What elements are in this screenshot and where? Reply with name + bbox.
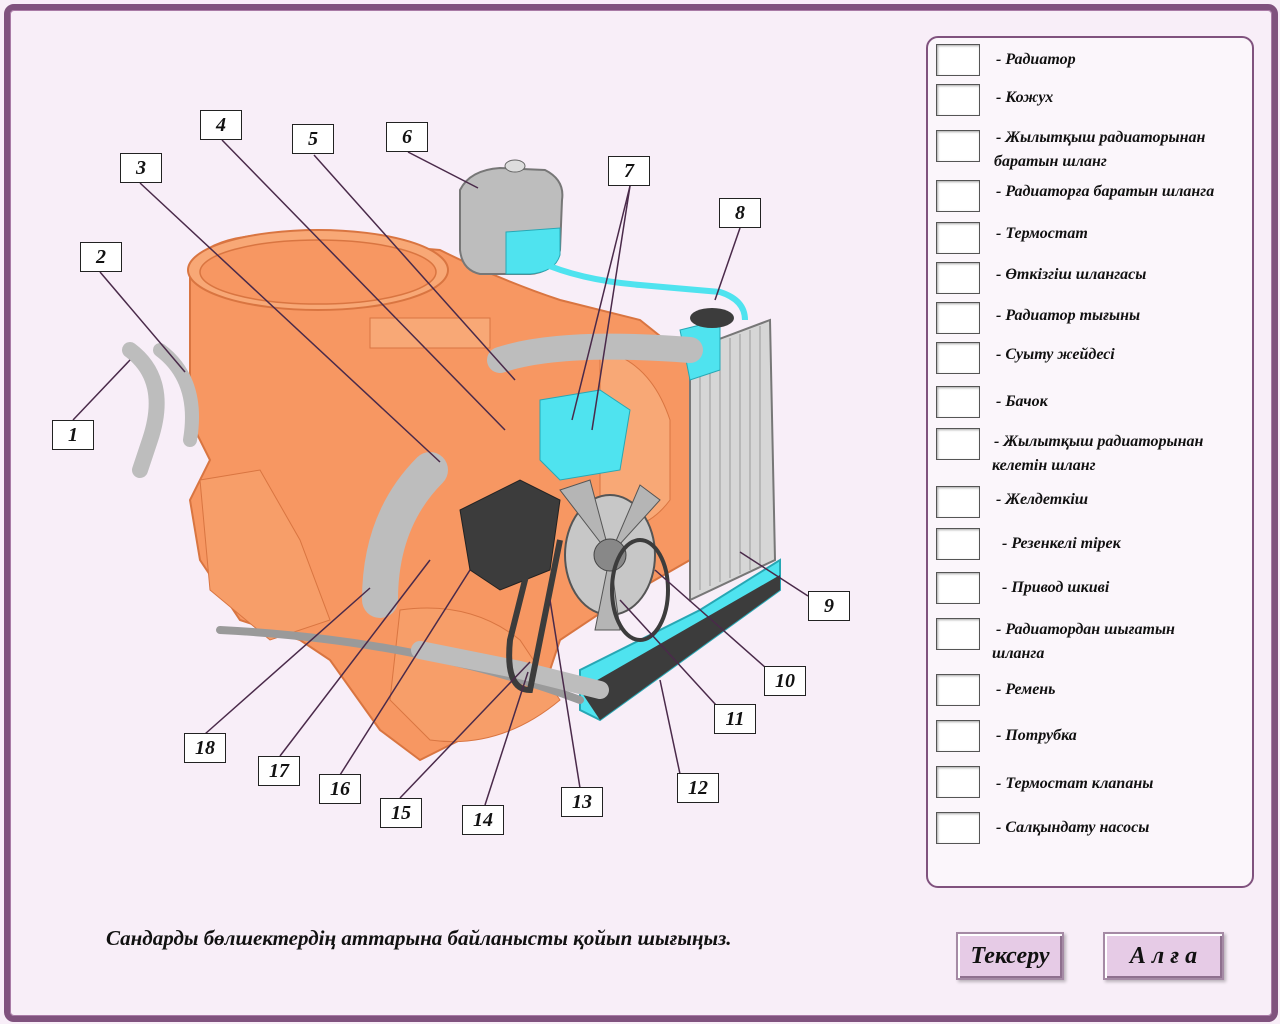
part-number-5: 5	[292, 124, 334, 154]
part-number-18: 18	[184, 733, 226, 763]
legend-label-16: - Потрубка	[996, 727, 1077, 744]
hoses	[122, 333, 703, 704]
answer-slot-5[interactable]	[936, 222, 980, 254]
expansion-tank	[459, 159, 748, 321]
part-number-15: 15	[380, 798, 422, 828]
answer-slot-7[interactable]	[936, 302, 980, 334]
legend-label-9: - Бачок	[996, 393, 1048, 410]
legend-label-11: - Желдеткіш	[996, 491, 1089, 508]
answer-slot-3[interactable]	[936, 130, 980, 162]
answer-slot-17[interactable]	[936, 766, 980, 798]
legend-label-10: - Жылытқыш радиаторынан	[994, 433, 1204, 450]
answer-slot-12[interactable]	[936, 528, 980, 560]
drive-belt	[506, 519, 563, 694]
legend-panel: - Радиатор - Кожух - Жылытқыш радиаторын…	[926, 36, 1254, 888]
legend-label-2: - Кожух	[996, 89, 1054, 106]
answer-slot-4[interactable]	[936, 180, 980, 212]
answer-slot-2[interactable]	[936, 84, 980, 116]
legend-label-18: - Салқындату насосы	[996, 819, 1150, 836]
legend-label-1: - Радиатор	[996, 51, 1076, 68]
answer-slot-11[interactable]	[936, 486, 980, 518]
legend-label-13: - Привод шкиві	[1002, 579, 1110, 596]
legend-label-3-cont: баратын шланг	[994, 153, 1107, 170]
legend-label-7: - Радиатор тығыны	[996, 307, 1141, 324]
part-number-2: 2	[80, 242, 122, 272]
part-number-13: 13	[561, 787, 603, 817]
legend-label-6: - Өткізгіш шлангасы	[996, 266, 1147, 283]
legend-label-15: - Ремень	[996, 681, 1056, 698]
engine-cooling-diagram	[72, 139, 809, 806]
answer-slot-10[interactable]	[936, 428, 980, 460]
part-number-9: 9	[808, 591, 850, 621]
part-number-16: 16	[319, 774, 361, 804]
answer-slot-8[interactable]	[936, 342, 980, 374]
leader-lines	[72, 139, 809, 806]
part-number-10: 10	[764, 666, 806, 696]
legend-label-8: - Суыту жейдесі	[996, 346, 1115, 363]
engine-block	[187, 229, 691, 762]
part-number-14: 14	[462, 805, 504, 835]
part-number-6: 6	[386, 122, 428, 152]
radiator	[579, 308, 781, 722]
answer-slot-14[interactable]	[936, 618, 980, 650]
part-number-17: 17	[258, 756, 300, 786]
legend-label-17: - Термостат клапаны	[996, 775, 1154, 792]
legend-label-14-cont: шланга	[992, 645, 1045, 662]
part-number-1: 1	[52, 420, 94, 450]
part-number-8: 8	[719, 198, 761, 228]
answer-slot-1[interactable]	[936, 44, 980, 76]
part-number-4: 4	[200, 110, 242, 140]
part-number-3: 3	[120, 153, 162, 183]
answer-slot-13[interactable]	[936, 572, 980, 604]
part-number-12: 12	[677, 773, 719, 803]
answer-slot-16[interactable]	[936, 720, 980, 752]
legend-label-12: - Резенкелі тірек	[1002, 535, 1121, 552]
part-number-7: 7	[608, 156, 650, 186]
answer-slot-15[interactable]	[936, 674, 980, 706]
next-button[interactable]: А л ғ а	[1103, 932, 1224, 980]
instruction-text: Сандарды бөлшектердің аттарына байланыст…	[106, 926, 732, 950]
legend-label-10-cont: келетін шланг	[992, 457, 1096, 474]
legend-label-14: - Радиатордан шығатын	[996, 621, 1175, 638]
answer-slot-6[interactable]	[936, 262, 980, 294]
cooling-jacket	[539, 389, 631, 481]
legend-label-4: - Радиаторға баратын шланга	[996, 183, 1215, 200]
fan	[559, 479, 670, 642]
legend-label-3: - Жылытқыш радиаторынан	[996, 129, 1206, 146]
answer-slot-18[interactable]	[936, 812, 980, 844]
legend-label-5: - Термостат	[996, 225, 1088, 242]
answer-slot-9[interactable]	[936, 386, 980, 418]
check-button[interactable]: Тексеру	[956, 932, 1064, 980]
part-number-11: 11	[714, 704, 756, 734]
